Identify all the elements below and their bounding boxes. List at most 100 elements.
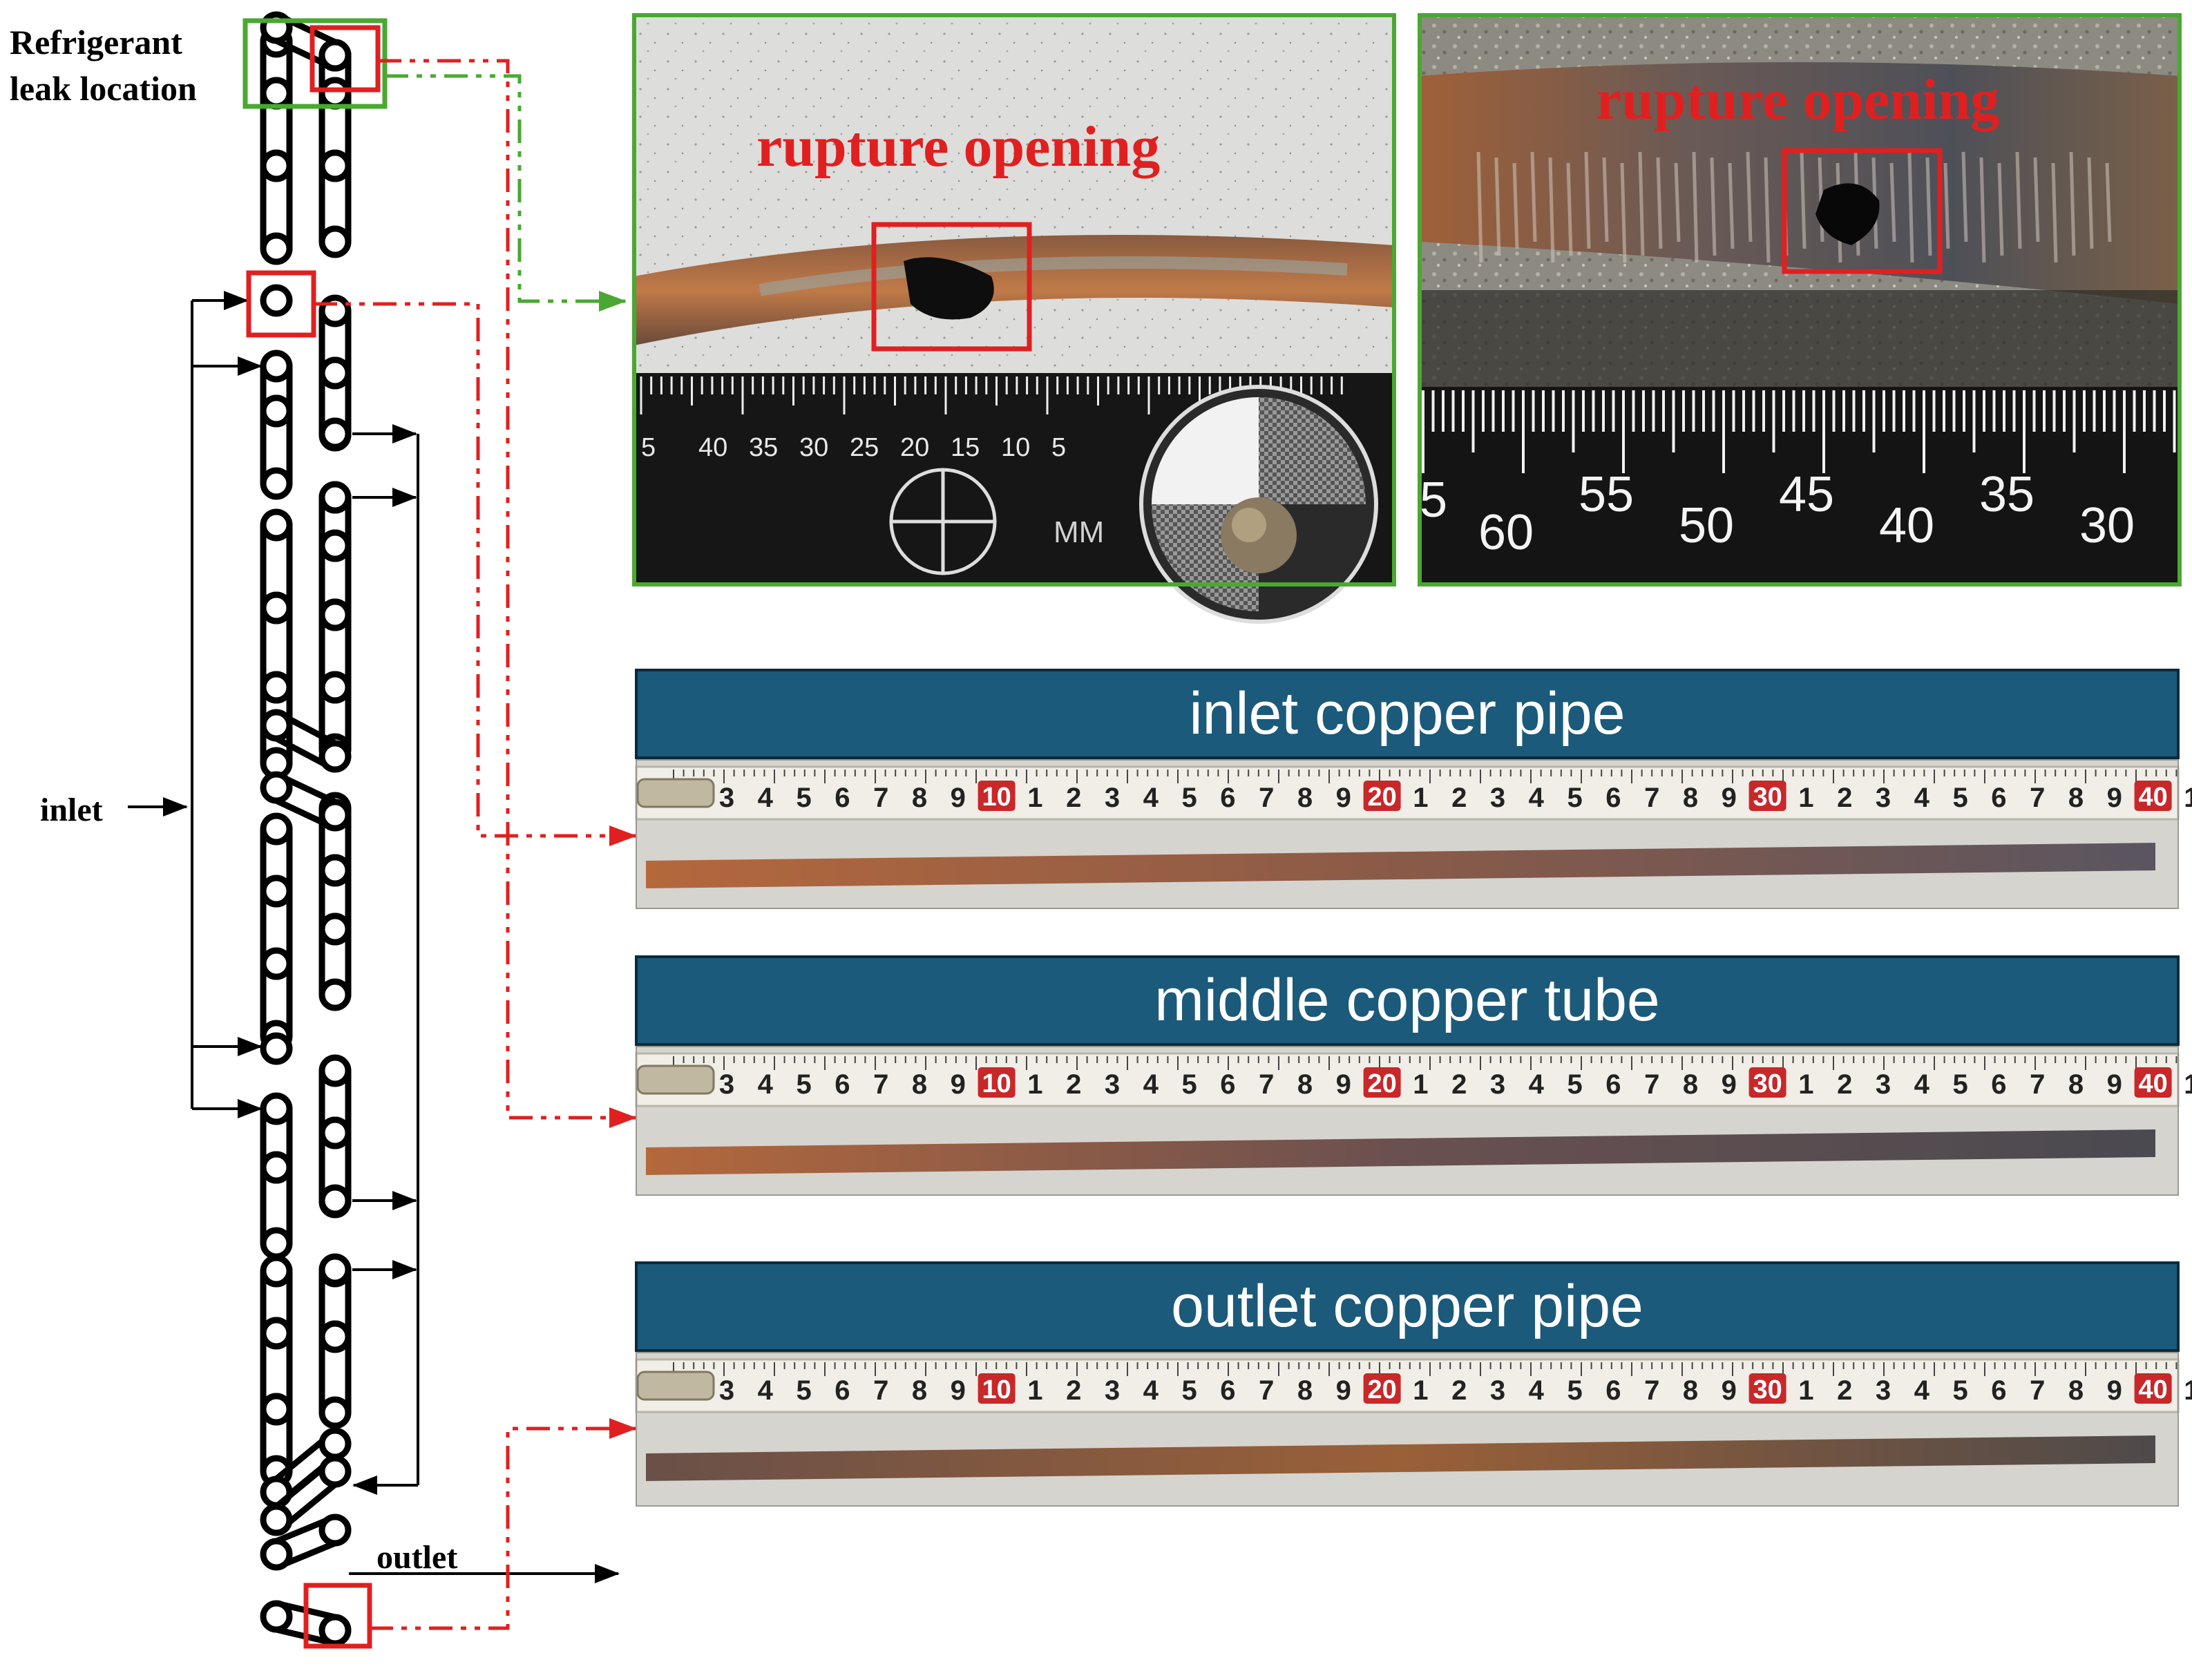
tape-number: 1 <box>1413 1069 1428 1100</box>
leader-to-middle-tube <box>378 59 637 1128</box>
tube-circuit-diagram <box>260 11 352 1647</box>
tape-number: 5 <box>1952 783 1967 813</box>
tape-number: 1 <box>2184 1069 2192 1100</box>
tube-hairpin <box>260 1151 293 1260</box>
tape-number: 7 <box>1644 1069 1659 1100</box>
tape-number: 2 <box>1837 1375 1852 1406</box>
copper-pipe <box>646 1129 2155 1175</box>
tube-hairpin <box>318 149 352 258</box>
tape-number: 1 <box>1798 783 1813 813</box>
leak-location-box-top <box>309 25 381 93</box>
tape-number: 3 <box>719 1375 734 1406</box>
tape-number: 8 <box>912 1069 927 1100</box>
tape-number: 4 <box>1914 1069 1930 1100</box>
tape-number: 4 <box>1143 1375 1159 1406</box>
ruler-tick-label: 30 <box>799 433 828 462</box>
tape-number: 7 <box>1644 1375 1659 1406</box>
tape-number: 9 <box>951 783 966 813</box>
outlet-manifold <box>349 424 620 1583</box>
ruler-tick-label: 40 <box>1879 498 1934 553</box>
tape-number: 8 <box>1683 1375 1698 1406</box>
tape-number: 8 <box>1297 783 1313 813</box>
tape-number: 3 <box>719 1069 734 1100</box>
tape-number: 9 <box>2107 783 2122 813</box>
tape-number: 2 <box>1451 1069 1467 1100</box>
tape-number: 4 <box>758 783 774 813</box>
tape-number: 2 <box>1066 783 1081 813</box>
tube-crossover <box>260 1455 352 1536</box>
rupture-label-right: rupture opening <box>1596 68 1999 132</box>
ruler-tick-label: 45 <box>1779 467 1834 522</box>
leak-location-box-green <box>242 18 388 109</box>
tube-hairpin <box>260 394 293 500</box>
tube-end <box>318 417 352 450</box>
rupture-label-left: rupture opening <box>756 115 1160 179</box>
tape-number: 10 <box>982 1069 1011 1098</box>
ruler-tick-label: 10 <box>1001 433 1030 462</box>
tape-number: 7 <box>873 1375 888 1406</box>
tube-crossover <box>260 1514 352 1571</box>
tape-number: 7 <box>873 1069 888 1100</box>
tape-number: 6 <box>1220 783 1235 813</box>
tape-number: 1 <box>1027 1375 1042 1406</box>
tape-number: 9 <box>951 1069 966 1100</box>
leak-label-line2: leak location <box>10 69 197 108</box>
tape-number: 9 <box>1722 1375 1737 1406</box>
tube-end <box>260 284 293 317</box>
tape-number: 3 <box>1105 1069 1120 1100</box>
tape-number: 6 <box>1220 1069 1235 1100</box>
copper-pipe <box>646 1435 2155 1481</box>
ruler-tick-label: 5 <box>1051 433 1066 462</box>
tape-number: 4 <box>1143 783 1159 813</box>
rupture-box-right <box>1782 148 1943 274</box>
tape-number: 10 <box>982 1375 1011 1404</box>
tape-number: 30 <box>1753 783 1782 812</box>
ruler-tick-label: 25 <box>850 433 879 462</box>
tape-number: 5 <box>1952 1375 1967 1406</box>
leader-to-outlet-pipe <box>370 1418 637 1630</box>
leader-lines <box>314 59 637 1630</box>
ruler-tick-label: 15 <box>951 433 980 462</box>
tape-number: 10 <box>982 783 1011 812</box>
ruler-tick-label: 35 <box>749 433 778 462</box>
tape-number: 20 <box>1367 1375 1396 1404</box>
tape-number: 2 <box>1066 1069 1081 1100</box>
tape-number: 5 <box>1181 1069 1197 1100</box>
tape-number: 9 <box>2107 1069 2122 1100</box>
tape-number: 3 <box>1490 783 1505 813</box>
ruler-tick-label: 55 <box>1579 467 1634 522</box>
tape-number: 2 <box>1837 1069 1852 1100</box>
tape-number: 9 <box>1336 783 1351 813</box>
ruler-tick-label: 35 <box>1979 467 2034 522</box>
tape-number: 8 <box>1683 1069 1698 1100</box>
tape-number: 6 <box>1605 1375 1621 1406</box>
tape-number: 1 <box>1413 783 1428 813</box>
tape-number: 7 <box>1644 783 1659 813</box>
leader-to-inlet-pipe <box>314 302 637 846</box>
tape-number: 8 <box>2068 1375 2084 1406</box>
tube-crossover <box>260 709 352 773</box>
tape-number: 3 <box>1876 783 1891 813</box>
tape-number: 1 <box>1027 783 1042 813</box>
tube-end <box>260 1032 293 1065</box>
tape-number: 6 <box>1991 783 2006 813</box>
tape-number: 1 <box>1413 1375 1428 1406</box>
tape-number: 7 <box>1259 1069 1274 1100</box>
tape-number: 8 <box>1683 783 1698 813</box>
tape-number: 7 <box>1259 783 1274 813</box>
tape-number: 2 <box>1451 783 1467 813</box>
tape-number: 4 <box>1914 1375 1930 1406</box>
tape-number: 5 <box>1567 783 1582 813</box>
tape-number: 7 <box>873 783 888 813</box>
tube-crossover <box>260 11 352 72</box>
inlet-manifold <box>128 291 263 1118</box>
tape-number: 2 <box>1451 1375 1467 1406</box>
tape-number: 2 <box>1837 783 1852 813</box>
tape-number: 9 <box>1722 783 1737 813</box>
tube-hairpin <box>318 913 352 1011</box>
